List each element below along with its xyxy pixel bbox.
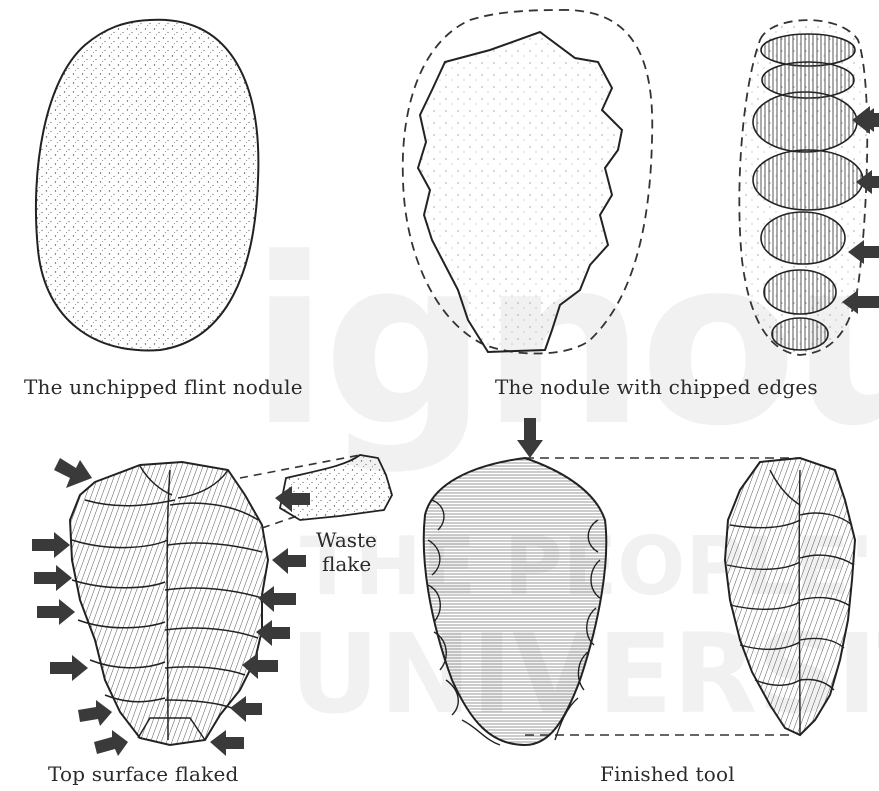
caption-unchipped-nodule: The unchipped flint nodule — [24, 375, 303, 399]
label-waste-line2: flake — [316, 552, 377, 576]
label-waste-line1: Waste — [316, 528, 377, 552]
top-surface-flaked — [70, 455, 392, 745]
label-waste-flake: Waste flake — [316, 528, 377, 576]
caption-chipped-nodule: The nodule with chipped edges — [495, 375, 818, 399]
chipped-nodule-front — [403, 10, 653, 354]
finished-tool-back — [725, 458, 855, 735]
unchipped-nodule — [36, 20, 258, 351]
caption-top-surface-flaked: Top surface flaked — [48, 762, 239, 786]
caption-finished-tool: Finished tool — [600, 762, 735, 786]
